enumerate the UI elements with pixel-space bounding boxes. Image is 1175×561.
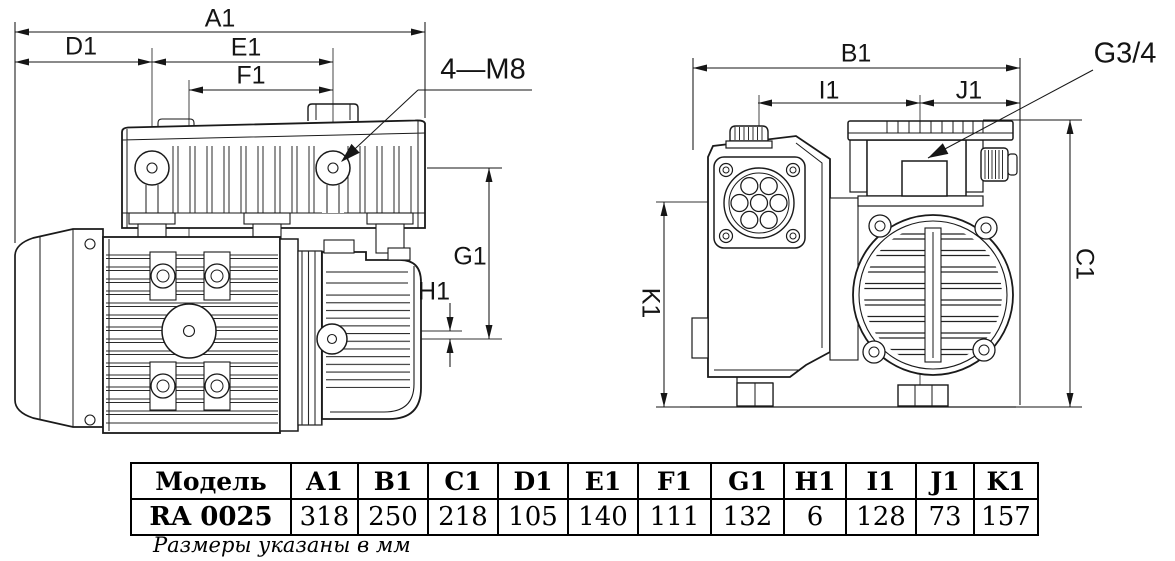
col-header-e1: E1 — [567, 462, 639, 500]
value-f1: 111 — [637, 498, 712, 536]
value-e1: 140 — [567, 498, 639, 536]
bolt-callout-label: 4—M8 — [440, 53, 526, 86]
motor-fan-cover — [14, 228, 104, 428]
col-header-model: Модель — [130, 462, 292, 500]
col-header-b1: B1 — [357, 462, 429, 500]
col-header-i1: I1 — [845, 462, 917, 500]
port-callout-label: G3/4 — [1093, 37, 1157, 70]
coupling-slats — [297, 250, 323, 426]
suction-port-assembly — [847, 120, 1018, 207]
motor-body — [84, 236, 299, 434]
value-h1: 6 — [783, 498, 847, 536]
dim-label-e1: E1 — [230, 33, 262, 62]
dimension-arrows — [15, 28, 493, 353]
dim-line-g1 — [427, 167, 502, 339]
side-view-dimensions — [14, 22, 532, 367]
pump-feet — [690, 384, 1016, 408]
col-header-c1: C1 — [427, 462, 499, 500]
table-data-row: RA 0025 318 250 218 105 140 111 132 6 12… — [130, 498, 1039, 536]
col-header-f1: F1 — [637, 462, 712, 500]
side-view-drawing — [14, 22, 532, 434]
value-a1: 318 — [290, 498, 359, 536]
cable-gland-right — [980, 147, 1018, 182]
table-header-row: Модель A1 B1 C1 D1 E1 F1 G1 H1 I1 J1 K1 — [130, 462, 1039, 500]
value-g1: 132 — [710, 498, 785, 536]
dim-label-k1: K1 — [636, 287, 665, 319]
g34-port — [901, 160, 948, 197]
pump-fan-housing — [829, 197, 1014, 376]
value-c1: 218 — [427, 498, 499, 536]
col-header-j1: J1 — [915, 462, 975, 500]
dim-label-d1: D1 — [65, 32, 97, 61]
col-header-h1: H1 — [783, 462, 847, 500]
value-i1: 128 — [845, 498, 917, 536]
value-j1: 73 — [915, 498, 975, 536]
dim-label-a1: A1 — [204, 4, 236, 33]
front-view-dimensions — [656, 58, 1094, 408]
units-caption: Размеры указаны в мм — [153, 533, 411, 557]
dim-label-j1: J1 — [955, 76, 983, 105]
dimensions-table: Модель A1 B1 C1 D1 E1 F1 G1 H1 I1 J1 K1 … — [130, 462, 1039, 536]
dim-label-b1: B1 — [840, 39, 872, 68]
value-k1: 157 — [973, 498, 1039, 536]
connector-holes — [730, 176, 788, 230]
dim-label-h1: H1 — [418, 277, 450, 306]
value-b1: 250 — [357, 498, 429, 536]
value-d1: 105 — [497, 498, 569, 536]
terminal-box — [691, 125, 831, 407]
pump-head-side — [316, 239, 422, 420]
terminal-box-cover — [713, 156, 806, 249]
dim-label-i1: I1 — [818, 76, 840, 105]
dim-label-f1: F1 — [236, 61, 266, 90]
model-cell: RA 0025 — [130, 498, 292, 536]
col-header-g1: G1 — [710, 462, 785, 500]
col-header-d1: D1 — [497, 462, 569, 500]
col-header-k1: K1 — [973, 462, 1039, 500]
front-view-drawing — [656, 58, 1094, 408]
port-callout-leader — [927, 69, 1094, 159]
dim-label-g1: G1 — [453, 242, 487, 271]
col-header-a1: A1 — [290, 462, 359, 500]
dim-label-c1: C1 — [1070, 248, 1099, 280]
dimension-arrows — [660, 64, 1074, 407]
